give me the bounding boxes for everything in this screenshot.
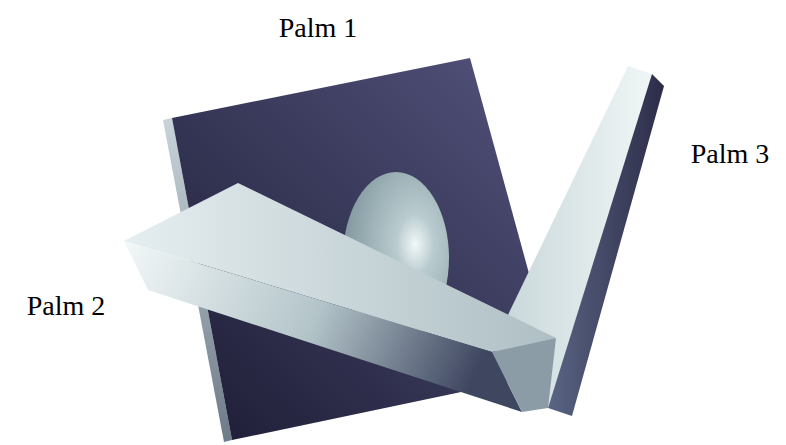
- palm-slab-face: [124, 241, 522, 412]
- palm-slab-end: [492, 338, 556, 412]
- part-label: Palm 1: [279, 13, 358, 44]
- part-label: Palm 2: [27, 291, 106, 322]
- part-label: Palm 3: [691, 139, 770, 170]
- palm-slab-side: [548, 74, 664, 416]
